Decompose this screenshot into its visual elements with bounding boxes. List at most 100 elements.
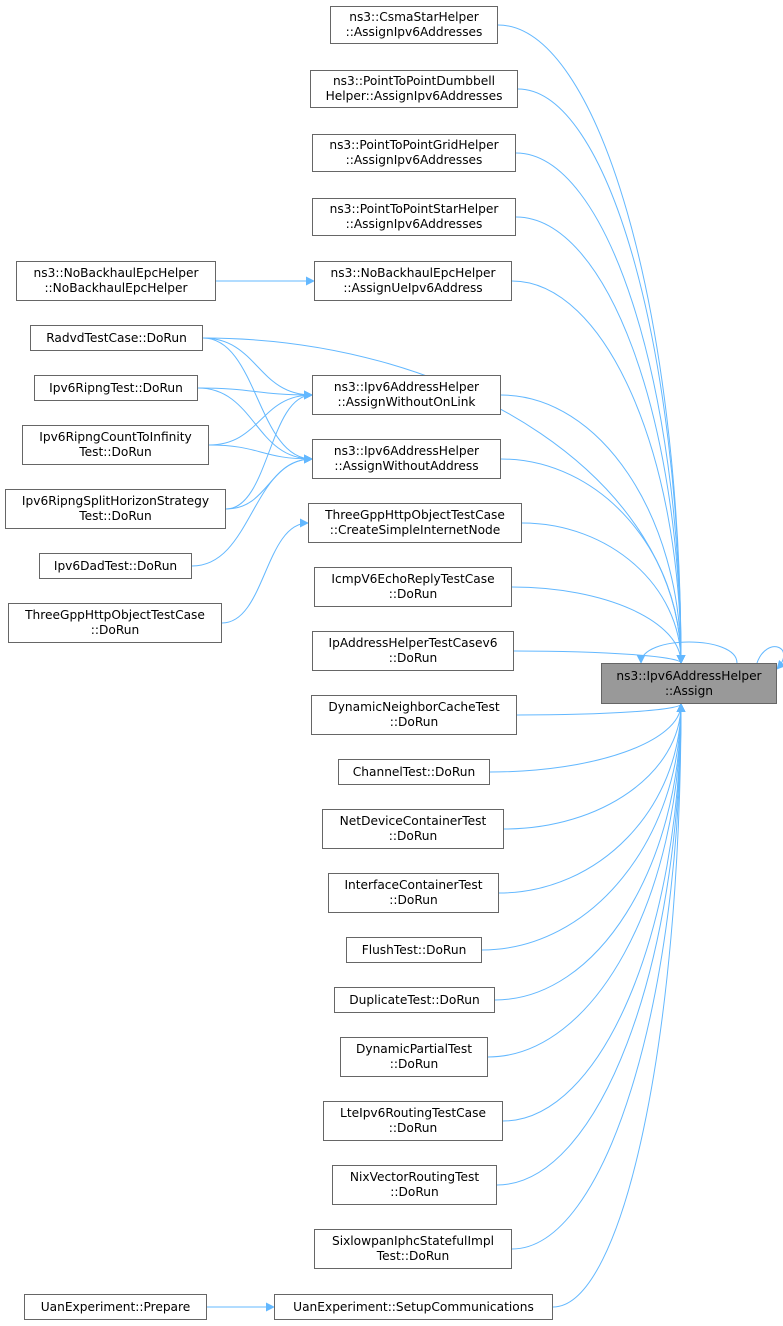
- node-label: DynamicPartialTest: [355, 1042, 473, 1056]
- edge-p2pstar-to-ipv6addr-assign: [515, 216, 686, 664]
- edge-p2pgrid-to-ipv6addr-assign: [515, 152, 686, 664]
- edge-icmpv6-to-ipv6addr-assign: [511, 586, 686, 664]
- node-label: Ipv6RipngCountToInfinity: [39, 430, 192, 444]
- node-label: ns3::PointToPointDumbbell: [332, 74, 496, 88]
- graph-node-dyn-partial[interactable]: DynamicPartialTest::DoRun: [340, 1037, 488, 1077]
- graph-node-netdevice[interactable]: NetDeviceContainerTest::DoRun: [322, 809, 504, 849]
- node-label: UanExperiment::SetupCommunications: [293, 1299, 534, 1314]
- node-label: Ipv6RipngTest::DoRun: [49, 380, 183, 395]
- edge-ipaddrhelper-v6-to-ipv6addr-assign: [513, 650, 686, 664]
- graph-node-duplicate[interactable]: DuplicateTest::DoRun: [334, 987, 495, 1013]
- edge-p2pdumbbell-to-ipv6addr-assign: [517, 88, 686, 664]
- node-label: ChannelTest::DoRun: [352, 764, 476, 779]
- node-label: UanExperiment::Prepare: [40, 1299, 191, 1314]
- edge-nix-to-ipv6addr-assign: [496, 703, 686, 1186]
- node-label: ::DoRun: [388, 829, 438, 843]
- graph-node-http-create[interactable]: ThreeGppHttpObjectTestCase::CreateSimple…: [308, 503, 522, 543]
- edge-http-dorun-to-http-create: [221, 518, 309, 624]
- node-label: RadvdTestCase::DoRun: [46, 330, 187, 345]
- graph-node-nobackhaul-ctor[interactable]: ns3::NoBackhaulEpcHelper::NoBackhaulEpcH…: [16, 261, 216, 301]
- edge-lte-routing-to-ipv6addr-assign: [502, 703, 686, 1122]
- edge-dyn-neighbor-to-ipv6addr-assign: [516, 703, 686, 716]
- node-label: ::DoRun: [389, 893, 438, 907]
- graph-node-interface[interactable]: InterfaceContainerTest::DoRun: [328, 873, 499, 913]
- node-label: ::Assign: [664, 683, 714, 698]
- graph-node-without-address[interactable]: ns3::Ipv6AddressHelper::AssignWithoutAdd…: [312, 439, 501, 479]
- edge-http-create-to-ipv6addr-assign: [521, 522, 686, 664]
- node-label: ns3::Ipv6AddressHelper: [616, 668, 762, 683]
- node-label: ::AssignIpv6Addresses: [345, 153, 483, 167]
- graph-node-http-dorun[interactable]: ThreeGppHttpObjectTestCase::DoRun: [8, 603, 222, 643]
- node-label: ThreeGppHttpObjectTestCase: [325, 508, 505, 522]
- graph-node-lte-routing[interactable]: LteIpv6RoutingTestCase::DoRun: [323, 1101, 503, 1141]
- node-label: Test::DoRun: [79, 509, 152, 523]
- node-label: FlushTest::DoRun: [361, 942, 467, 957]
- edge-interface-to-ipv6addr-assign: [498, 703, 686, 894]
- node-label: NixVectorRoutingTest: [349, 1170, 480, 1184]
- node-label: ::DoRun: [390, 1185, 439, 1199]
- edge-dad-to-without-address: [191, 454, 313, 567]
- graph-node-uan-prepare[interactable]: UanExperiment::Prepare: [24, 1294, 207, 1320]
- graph-node-dad[interactable]: Ipv6DadTest::DoRun: [39, 553, 192, 579]
- edge-netdevice-to-ipv6addr-assign: [503, 703, 686, 830]
- graph-node-p2pgrid[interactable]: ns3::PointToPointGridHelper::AssignIpv6A…: [312, 134, 516, 172]
- node-label: Ipv6DadTest::DoRun: [53, 558, 178, 573]
- edge-without-address-to-ipv6addr-assign: [500, 458, 686, 664]
- node-label: Test::DoRun: [79, 445, 152, 459]
- node-label: ::NoBackhaulEpcHelper: [44, 281, 188, 295]
- edge-without-onlink-to-ipv6addr-assign: [500, 394, 686, 664]
- node-label: DuplicateTest::DoRun: [349, 992, 480, 1007]
- node-label: NetDeviceContainerTest: [339, 814, 487, 828]
- edge-ripng-split-to-without-onlink: [225, 390, 313, 510]
- node-label: ::AssignWithoutAddress: [334, 459, 479, 473]
- edge-radvd-to-without-address: [202, 337, 313, 464]
- graph-node-csmastar[interactable]: ns3::CsmaStarHelper::AssignIpv6Addresses: [330, 6, 498, 44]
- node-label: ns3::PointToPointGridHelper: [329, 138, 499, 152]
- node-label: ns3::NoBackhaulEpcHelper: [330, 266, 496, 280]
- node-label: IpAddressHelperTestCasev6: [328, 636, 498, 650]
- node-label: ::DoRun: [389, 1057, 439, 1071]
- graph-node-ipaddrhelper-v6[interactable]: IpAddressHelperTestCasev6::DoRun: [312, 631, 514, 671]
- graph-node-without-onlink[interactable]: ns3::Ipv6AddressHelper::AssignWithoutOnL…: [312, 375, 501, 415]
- node-label: ::DoRun: [388, 1121, 438, 1135]
- node-label: ::AssignWithoutOnLink: [337, 395, 476, 409]
- node-label: ::AssignUeIpv6Address: [343, 281, 483, 295]
- graph-node-icmpv6[interactable]: IcmpV6EchoReplyTestCase::DoRun: [314, 567, 512, 607]
- graph-node-p2pstar[interactable]: ns3::PointToPointStarHelper::AssignIpv6A…: [312, 198, 516, 236]
- graph-node-ripng[interactable]: Ipv6RipngTest::DoRun: [34, 375, 198, 401]
- graph-node-nobackhaul-assign[interactable]: ns3::NoBackhaulEpcHelper::AssignUeIpv6Ad…: [314, 261, 512, 301]
- edge-uan-setup-to-ipv6addr-assign: [552, 703, 686, 1308]
- node-label: ::CreateSimpleInternetNode: [329, 523, 501, 537]
- graph-node-dyn-neighbor[interactable]: DynamicNeighborCacheTest::DoRun: [311, 695, 517, 735]
- node-label: SixlowpanIphcStatefulImpl: [331, 1234, 495, 1248]
- node-label: ns3::CsmaStarHelper: [349, 10, 479, 24]
- node-label: ns3::NoBackhaulEpcHelper: [33, 266, 199, 280]
- node-label: IcmpV6EchoReplyTestCase: [331, 572, 495, 586]
- node-label: InterfaceContainerTest: [344, 878, 483, 892]
- graph-node-flush[interactable]: FlushTest::DoRun: [346, 937, 482, 963]
- graph-node-radvd[interactable]: RadvdTestCase::DoRun: [30, 325, 203, 351]
- graph-node-nix[interactable]: NixVectorRoutingTest::DoRun: [332, 1165, 497, 1205]
- node-label: ::DoRun: [90, 623, 140, 637]
- edge-dyn-partial-to-ipv6addr-assign: [487, 703, 686, 1058]
- node-label: ns3::PointToPointStarHelper: [329, 202, 499, 216]
- edge-self-loop-right: [756, 646, 783, 670]
- edge-ripng-to-without-address: [197, 387, 313, 464]
- edge-ripng-count-to-without-onlink: [208, 390, 313, 446]
- node-label: Test::DoRun: [376, 1249, 450, 1263]
- graph-node-uan-setup[interactable]: UanExperiment::SetupCommunications: [274, 1294, 553, 1320]
- edge-flush-to-ipv6addr-assign: [481, 703, 686, 951]
- node-label: ::DoRun: [388, 587, 438, 601]
- edge-channel-to-ipv6addr-assign: [489, 703, 686, 773]
- edge-sixlowpan-to-ipv6addr-assign: [511, 703, 686, 1250]
- node-label: ::AssignIpv6Addresses: [345, 25, 483, 39]
- edge-ripng-split-to-without-address: [225, 454, 313, 510]
- node-label: Helper::AssignIpv6Addresses: [325, 89, 503, 103]
- graph-node-channel[interactable]: ChannelTest::DoRun: [338, 759, 490, 785]
